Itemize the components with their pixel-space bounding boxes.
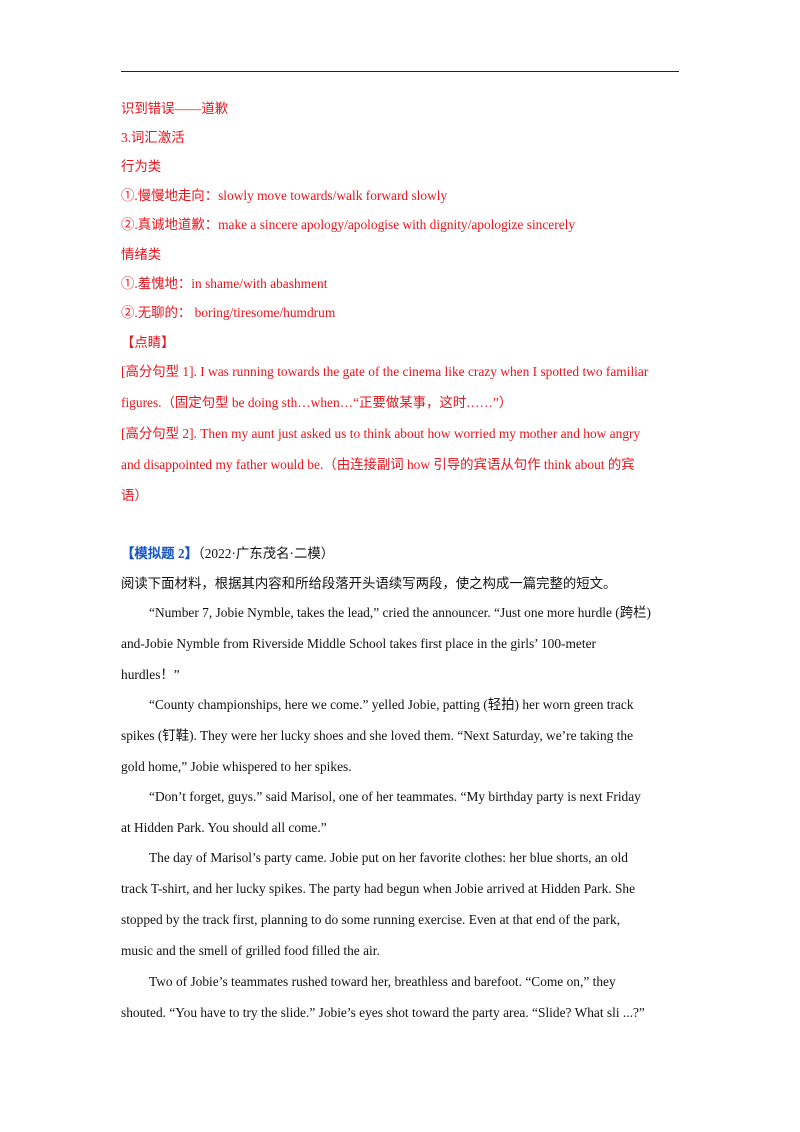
instruction: 阅读下面材料，根据其内容和所给段落开头语续写两段，使之构成一篇完整的短文。 (121, 576, 617, 591)
passage-line: The day of Marisol’s party came. Jobie p… (149, 850, 628, 865)
passage-line: at Hidden Park. You should all come.” (121, 820, 327, 835)
problem-title: 【模拟题 2】 (121, 546, 198, 561)
problem-header: 【模拟题 2】（2022·广东茂名·二模） (121, 546, 334, 562)
passage-line: “Number 7, Jobie Nymble, takes the lead,… (149, 605, 651, 620)
problem-source: （2022·广东茂名·二模） (198, 546, 335, 561)
sentence-pattern: [高分句型 1]. I was running towards the gate… (121, 364, 649, 379)
passage-line: and-Jobie Nymble from Riverside Middle S… (121, 636, 597, 651)
passage-line: stopped by the track first, planning to … (121, 912, 621, 927)
sentence-pattern-cont: figures.（固定句型 be doing sth…when…“正要做某事，这… (121, 395, 513, 410)
sentence-pattern: [高分句型 2]. Then my aunt just asked us to … (121, 426, 641, 441)
category-heading: 行为类 (121, 159, 162, 174)
vocab-heading: 3.词汇激活 (121, 130, 185, 145)
category-heading: 情绪类 (121, 247, 162, 262)
passage-line: “County championships, here we come.” ye… (149, 697, 634, 712)
text-line: 识到错误——道歉 (121, 101, 229, 116)
passage-line: track T-shirt, and her lucky spikes. The… (121, 881, 636, 896)
passage-line: shouted. “You have to try the slide.” Jo… (121, 1005, 645, 1020)
passage-line: gold home,” Jobie whispered to her spike… (121, 759, 352, 774)
vocab-item: ②.真诚地道歉：make a sincere apology/apologise… (121, 217, 576, 232)
vocab-item: ①.慢慢地走向：slowly move towards/walk forward… (121, 188, 448, 203)
highlight-heading: 【点睛】 (121, 335, 175, 350)
passage-line: Two of Jobie’s teammates rushed toward h… (149, 974, 616, 989)
passage-line: music and the smell of grilled food fill… (121, 943, 380, 958)
passage-line: spikes (钉鞋). They were her lucky shoes a… (121, 728, 634, 743)
passage-line: hurdles！” (121, 667, 180, 682)
passage-line: “Don’t forget, guys.” said Marisol, one … (149, 789, 641, 804)
header-rule (121, 71, 679, 72)
sentence-pattern-cont: and disappointed my father would be.（由连接… (121, 457, 635, 472)
vocab-item: ②.无聊的： boring/tiresome/humdrum (121, 305, 336, 320)
sentence-pattern-cont: 语） (121, 488, 148, 503)
vocab-item: ①.羞愧地：in shame/with abashment (121, 276, 328, 291)
